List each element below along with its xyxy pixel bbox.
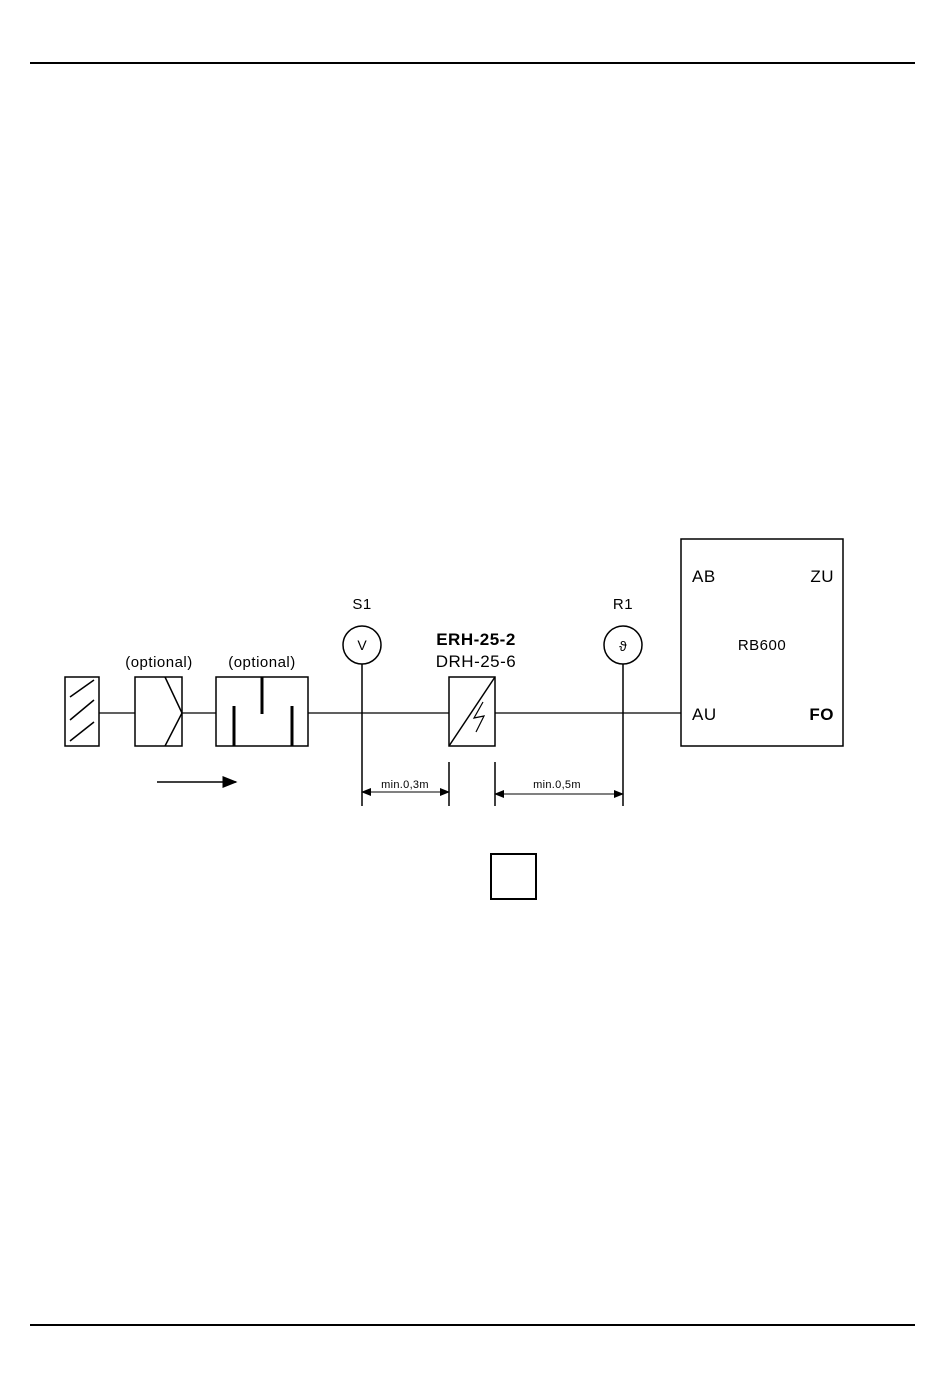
sensor-r1-symbol: ϑ: [619, 638, 627, 654]
sensor-s1-tag: S1: [352, 596, 371, 613]
electric-heater-icon: [449, 677, 495, 806]
dimension-right-label: min.0,5m: [533, 779, 581, 791]
sensor-s1-symbol: V: [357, 637, 367, 653]
unit-port-fo: FO: [809, 705, 834, 724]
silencer-optional-label: (optional): [228, 654, 296, 671]
heater-model-primary: ERH-25-2: [436, 630, 516, 649]
unit-port-au: AU: [692, 705, 717, 724]
damper-optional-label: (optional): [125, 654, 193, 671]
sensor-r1-tag: R1: [613, 596, 633, 613]
silencer-icon: [216, 677, 308, 746]
empty-box-marker: [491, 854, 536, 899]
unit-port-ab: AB: [692, 567, 716, 586]
damper-icon: [135, 677, 182, 746]
unit-name: RB600: [738, 637, 786, 654]
dimension-left-label: min.0,3m: [381, 779, 429, 791]
filter-grille-icon: [65, 677, 99, 746]
heater-model-secondary: DRH-25-6: [436, 652, 517, 671]
unit-port-zu: ZU: [810, 567, 834, 586]
velocity-sensor-icon: [343, 626, 381, 806]
